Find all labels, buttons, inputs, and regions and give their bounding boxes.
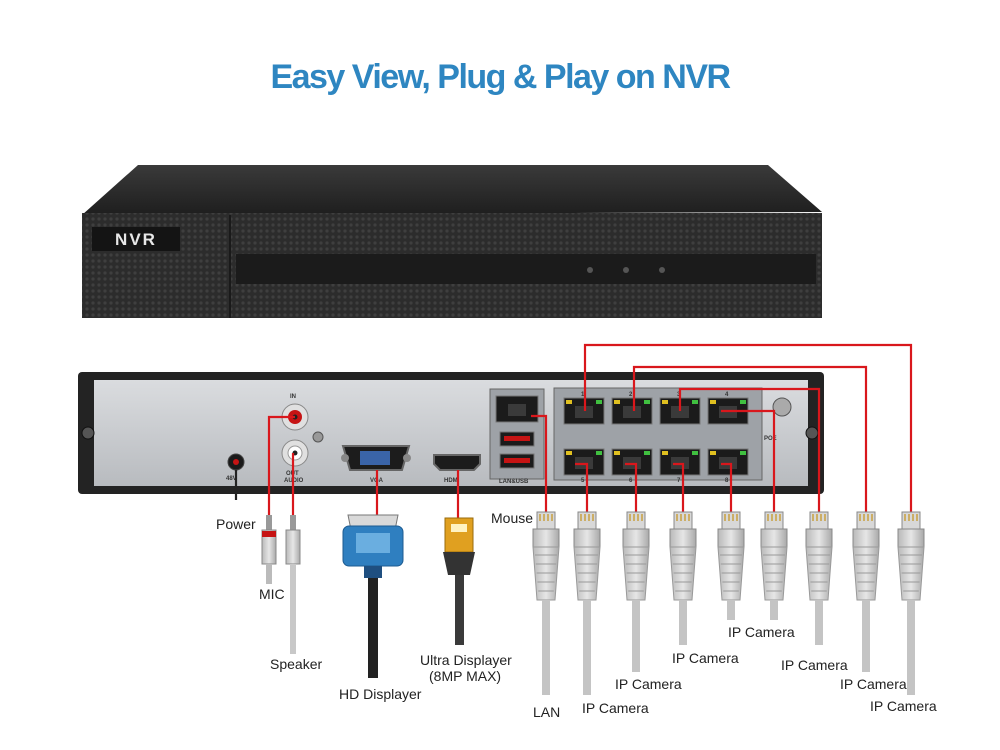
- wire: [632, 365, 868, 512]
- mouse-label: Mouse: [491, 510, 533, 526]
- ip-camera-label: IP Camera: [728, 624, 795, 640]
- camera-labels: IP Camera IP Camera IP Camera IP Camera IP C…: [582, 624, 937, 716]
- rj45-plugs: [532, 511, 925, 695]
- ip-camera-label: IP Camera: [582, 700, 649, 716]
- port-number: 2: [629, 392, 633, 398]
- nvr-logo-plate: [92, 227, 180, 251]
- nvr-logo-text: NVR: [115, 230, 157, 249]
- poe-mark: POE: [764, 436, 777, 442]
- mic-label: MIC: [259, 586, 285, 602]
- wire: [678, 387, 821, 512]
- port-number: 4: [725, 392, 729, 398]
- lan-label: LAN: [533, 704, 560, 720]
- port-number: 5: [581, 478, 585, 484]
- ground-screw-icon: [312, 431, 324, 443]
- port-number: 6: [629, 478, 633, 484]
- rj45-plug-icon: [532, 511, 560, 695]
- port-number: 1: [581, 392, 585, 398]
- power-mark: 48V: [226, 476, 237, 482]
- page-title: Easy View, Plug & Play on NVR: [270, 58, 731, 96]
- wire: [721, 462, 733, 512]
- audio-jack-icon: [285, 529, 301, 565]
- led-indicator: [587, 267, 593, 273]
- wire: [721, 409, 776, 512]
- ip-camera-label: IP Camera: [870, 698, 937, 714]
- screw-icon: [81, 426, 95, 440]
- connection-wires: [234, 343, 913, 518]
- nvr-front-unit: NVR: [82, 165, 822, 318]
- ip-camera-label: IP Camera: [672, 650, 739, 666]
- ip-camera-label: IP Camera: [840, 676, 907, 692]
- vga-plug-icon: [342, 514, 404, 678]
- hdmi-plug-icon: [443, 517, 475, 645]
- hdmi-port: [433, 454, 481, 471]
- ip-camera-label: IP Camera: [781, 657, 848, 673]
- screw-icon: [805, 426, 819, 440]
- rj45-plug-icon: [573, 511, 601, 695]
- ground-screw-icon: [772, 397, 792, 417]
- rj45-plug-icon: [622, 511, 650, 672]
- speaker-plug: [285, 515, 301, 654]
- wire: [625, 462, 638, 512]
- ip-camera-label: IP Camera: [615, 676, 682, 692]
- poe-port: 6: [611, 448, 653, 484]
- speaker-label: Speaker: [270, 656, 322, 672]
- ultra-displayer-sub-label: (8MP MAX): [429, 668, 501, 684]
- wire: [583, 343, 913, 512]
- rj45-plug-icon: [805, 511, 833, 645]
- lan-usb-mark: LAN&USB: [499, 479, 529, 485]
- wire: [531, 414, 548, 512]
- rj45-plug-icon: [897, 511, 925, 695]
- port-number: 8: [725, 478, 729, 484]
- poe-port: 7: [659, 448, 701, 484]
- poe-port: 2: [611, 392, 653, 425]
- wire: [267, 415, 295, 515]
- led-indicator: [659, 267, 665, 273]
- led-indicator: [623, 267, 629, 273]
- front-display-strip: [236, 254, 816, 284]
- rj45-plug-icon: [669, 511, 697, 645]
- hd-displayer-label: HD Displayer: [339, 686, 422, 702]
- wire: [575, 462, 589, 512]
- ultra-displayer-label: Ultra Displayer: [420, 652, 512, 668]
- wire: [673, 462, 685, 512]
- mic-plug: [261, 515, 277, 584]
- port-number: 7: [677, 478, 681, 484]
- rj45-plug-icon: [760, 511, 788, 620]
- hdmi-mark: HDMI: [444, 478, 460, 484]
- rj45-plug-icon: [852, 511, 880, 672]
- power-label: Power: [216, 516, 256, 532]
- nvr-top-cover: [82, 165, 822, 215]
- audio-in-mark: IN: [290, 394, 296, 400]
- rj45-plug-icon: [717, 511, 745, 620]
